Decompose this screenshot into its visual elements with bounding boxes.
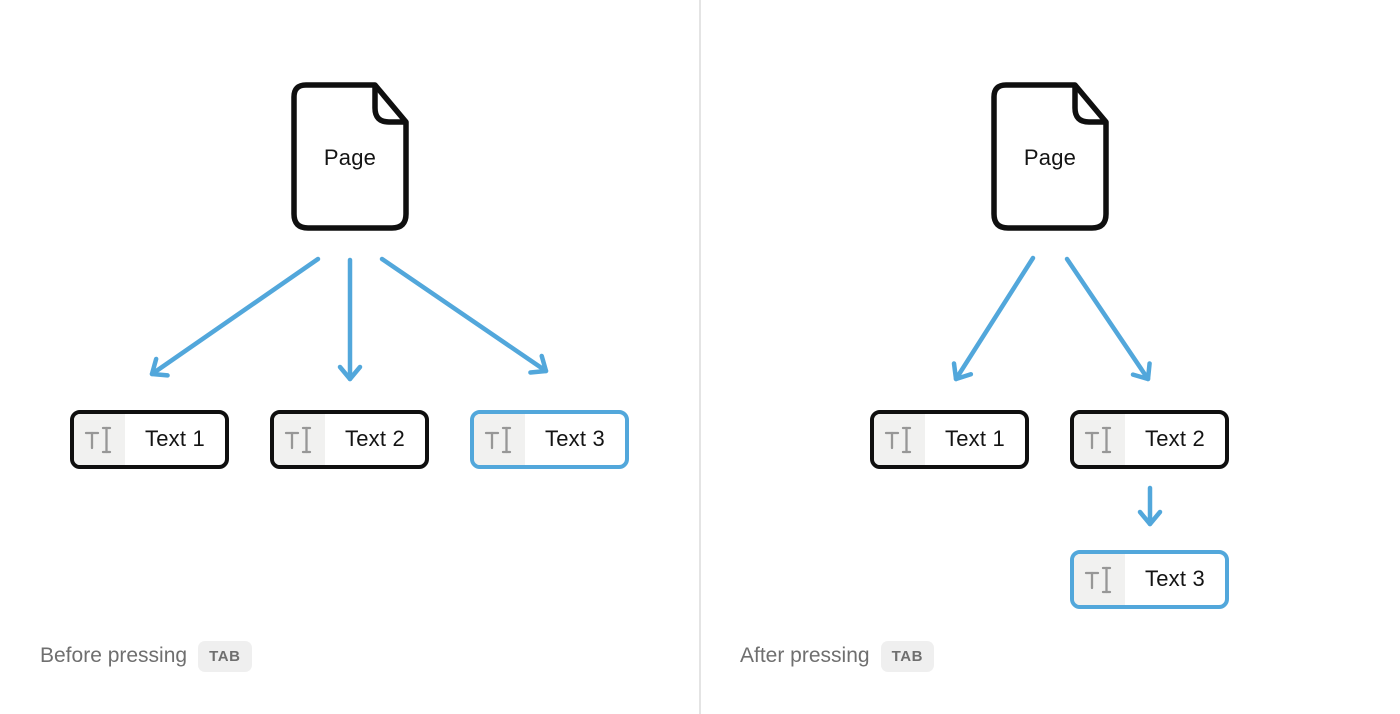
block-label: Text 2 (345, 426, 405, 451)
caption-before: Before pressing TAB (40, 640, 252, 672)
text-block-1: Text 1 (870, 410, 1029, 469)
caption-text: After pressing (740, 644, 870, 667)
panel-before: Page Text 1 (40, 82, 629, 672)
tab-key-badge: TAB (198, 640, 252, 672)
vertical-divider (699, 0, 701, 714)
text-cursor-icon (474, 414, 525, 465)
text-block-3-selected: Text 3 (1070, 550, 1229, 609)
text-cursor-icon (274, 414, 325, 465)
caption-after: After pressing TAB (740, 640, 935, 672)
page-document-icon (291, 82, 409, 231)
page-label: Page (1023, 145, 1077, 170)
caption-text: Before pressing (40, 644, 188, 667)
text-block-3-selected: Text 3 (470, 410, 629, 469)
text-cursor-icon (1074, 414, 1125, 465)
block-label: Text 1 (145, 426, 205, 451)
tab-key-badge: TAB (880, 640, 935, 672)
text-block-2: Text 2 (1070, 410, 1229, 469)
arrow-page-to-text2 (1064, 256, 1152, 382)
block-label: Text 1 (945, 426, 1005, 451)
text-cursor-icon (1074, 554, 1125, 605)
arrow-page-to-text1 (149, 256, 321, 378)
text-block-1: Text 1 (70, 410, 229, 469)
block-label: Text 3 (1145, 566, 1205, 591)
panel-after: Page Text 1 (700, 0, 1400, 714)
text-cursor-icon (74, 414, 125, 465)
block-label: Text 2 (1145, 426, 1205, 451)
block-label: Text 3 (545, 426, 605, 451)
text-cursor-icon (874, 414, 925, 465)
page-icon: Page (991, 82, 1109, 231)
page-label: Page (323, 145, 377, 170)
arrow-page-to-text1 (951, 255, 1036, 382)
arrow-page-to-text3 (379, 256, 549, 375)
page-icon: Page (291, 82, 409, 231)
page-document-icon (991, 82, 1109, 231)
text-block-2: Text 2 (270, 410, 429, 469)
